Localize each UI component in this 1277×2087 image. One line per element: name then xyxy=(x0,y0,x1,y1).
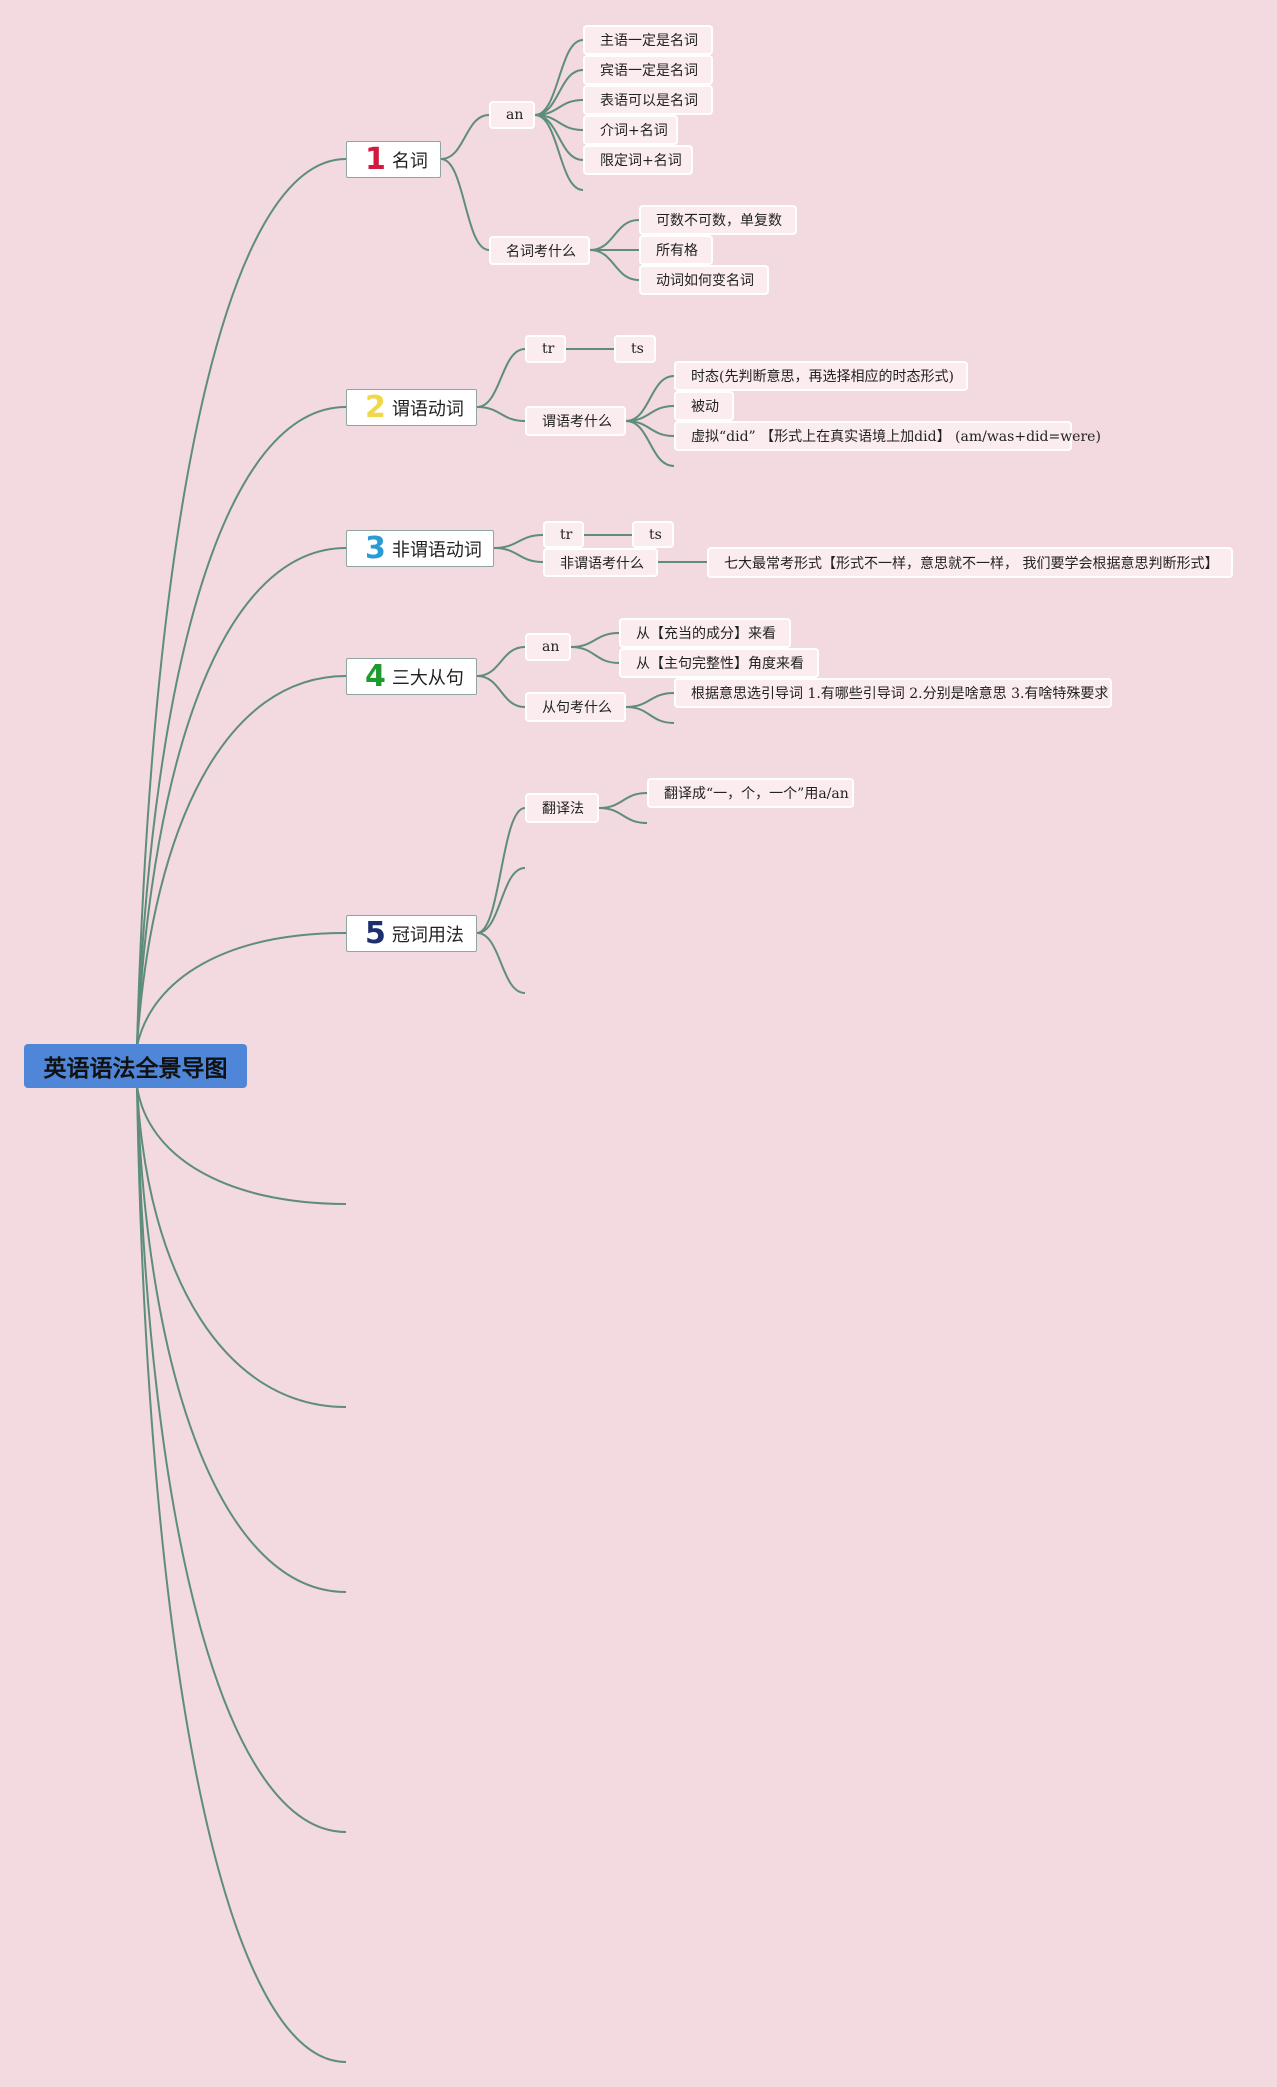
branch-4-three-clauses[interactable]: 4 三大从句 xyxy=(346,658,477,695)
branch-5-article-usage[interactable]: 5 冠词用法 xyxy=(346,915,477,952)
link-center-empty-7 xyxy=(136,1085,347,1408)
branch-1-label: 名词 xyxy=(391,150,428,172)
branch-1-leaf-8[interactable]: 动词如何变名词 xyxy=(639,265,769,295)
branch-1-leaf-1[interactable]: 主语一定是名词 xyxy=(583,25,713,55)
link-center-empty-6 xyxy=(136,1085,347,1205)
link-center-empty-9 xyxy=(136,1085,347,1833)
branch-3-sub-tr[interactable]: tr xyxy=(543,521,584,548)
link-center-branch-5 xyxy=(136,932,347,1047)
branch-2-number: 2 xyxy=(365,389,386,425)
link-b3-what xyxy=(493,547,544,563)
link-b4-an xyxy=(476,646,526,677)
branch-3-leaf-ts[interactable]: ts xyxy=(632,521,674,548)
link-b1-an xyxy=(440,114,490,160)
branch-4-sub-an[interactable]: an xyxy=(525,633,571,661)
link-b1-what xyxy=(440,158,490,251)
link-b2-tr xyxy=(476,348,526,408)
link-b5-translate-leaf-1 xyxy=(598,792,648,809)
link-b3-tr xyxy=(493,534,544,549)
branch-4-leaf-3[interactable]: 根据意思选引导词 1.有哪些引导词 2.分别是啥意思 3.有啥特殊要求 xyxy=(674,678,1112,708)
branch-5-label: 冠词用法 xyxy=(391,924,464,946)
link-center-branch-4 xyxy=(136,675,347,1047)
branch-1-leaf-7[interactable]: 所有格 xyxy=(639,235,713,265)
link-center-branch-3 xyxy=(136,547,347,1047)
link-center-branch-2 xyxy=(136,406,347,1047)
link-b5-translate-leaf-2 xyxy=(598,807,648,824)
branch-2-leaf-3[interactable]: 虚拟“did” 【形式上在真实语境上加did】 (am/was+did=were… xyxy=(674,421,1101,451)
link-b4-an-leaf-2 xyxy=(570,646,620,664)
link-center-branch-1 xyxy=(136,158,347,1047)
branch-1-leaf-5[interactable]: 限定词+名词 xyxy=(583,145,693,175)
branch-3-sub-what[interactable]: 非谓语考什么 xyxy=(543,548,658,577)
branch-4-leaf-2[interactable]: 从【主句完整性】角度来看 xyxy=(619,648,819,678)
central-topic[interactable]: 英语语法全景导图 xyxy=(24,1044,247,1088)
branch-1-sub-an[interactable]: an xyxy=(489,101,535,129)
link-b4-what-leaf-1 xyxy=(625,692,675,708)
branch-3-number: 3 xyxy=(365,530,386,566)
link-b2-what xyxy=(476,406,526,422)
branch-1-leaf-6[interactable]: 可数不可数，单复数 xyxy=(639,205,797,235)
branch-1-leaf-4[interactable]: 介词+名词 xyxy=(583,115,678,145)
branch-3-nonfinite-verb[interactable]: 3 非谓语动词 xyxy=(346,530,494,567)
link-b4-what-leaf-2 xyxy=(625,706,675,724)
branch-2-predicate-verb[interactable]: 2 谓语动词 xyxy=(346,389,477,426)
link-center-empty-8 xyxy=(136,1085,347,1593)
branch-2-leaf-1[interactable]: 时态(先判断意思，再选择相应的时态形式) xyxy=(674,361,968,391)
link-center-empty-10 xyxy=(136,1085,347,2063)
link-b1-an-leaf-6 xyxy=(534,114,584,191)
branch-4-sub-what[interactable]: 从句考什么 xyxy=(525,692,626,722)
link-b5-translate xyxy=(476,807,526,934)
link-b4-what xyxy=(476,675,526,708)
branch-2-leaf-ts[interactable]: ts xyxy=(614,335,656,363)
branch-5-leaf-1[interactable]: 翻译成“一，个，一个”用a/an xyxy=(647,778,854,808)
branch-5-number: 5 xyxy=(365,915,386,951)
branch-2-sub-what[interactable]: 谓语考什么 xyxy=(525,406,626,436)
branch-3-leaf-1[interactable]: 七大最常考形式【形式不一样，意思就不一样， 我们要学会根据意思判断形式】 xyxy=(707,547,1233,578)
link-b1-what-leaf-1 xyxy=(589,219,640,251)
branch-1-number: 1 xyxy=(365,141,386,177)
link-b5-empty-1 xyxy=(476,867,526,934)
branch-4-leaf-1[interactable]: 从【充当的成分】来看 xyxy=(619,618,791,648)
link-b1-an-leaf-1 xyxy=(534,39,584,116)
branch-3-label: 非谓语动词 xyxy=(391,539,482,561)
branch-1-leaf-3[interactable]: 表语可以是名词 xyxy=(583,85,713,115)
branch-2-sub-tr[interactable]: tr xyxy=(525,335,566,363)
branch-2-leaf-2[interactable]: 被动 xyxy=(674,391,734,421)
link-b4-an-leaf-1 xyxy=(570,632,620,648)
branch-5-sub-translate[interactable]: 翻译法 xyxy=(525,793,599,823)
branch-1-leaf-2[interactable]: 宾语一定是名词 xyxy=(583,55,713,85)
link-b2-what-leaf-4 xyxy=(625,420,675,467)
branch-2-label: 谓语动词 xyxy=(391,398,464,420)
branch-4-label: 三大从句 xyxy=(391,667,464,689)
branch-1-noun[interactable]: 1 名词 xyxy=(346,141,441,178)
branch-4-number: 4 xyxy=(365,658,386,694)
link-b1-what-leaf-3 xyxy=(589,249,640,281)
branch-1-sub-what[interactable]: 名词考什么 xyxy=(489,236,590,265)
link-b5-empty-2 xyxy=(476,932,526,994)
